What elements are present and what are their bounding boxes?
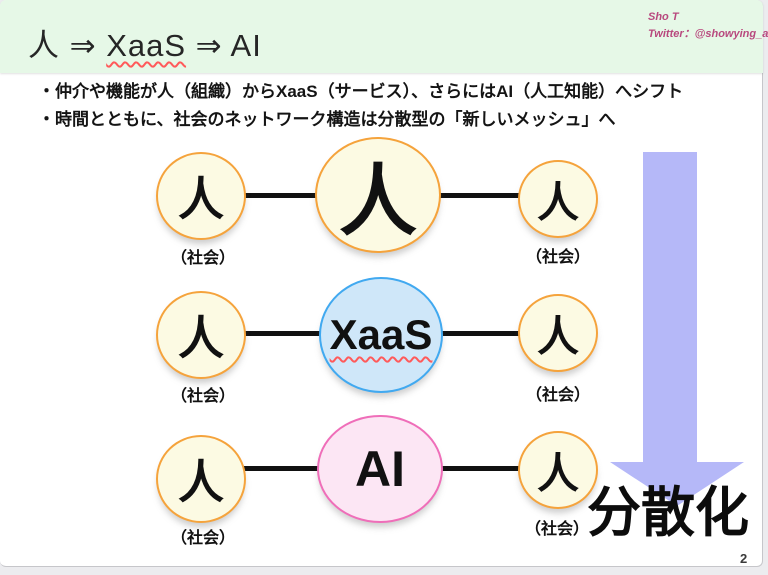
person-node-label: 人 xyxy=(536,178,579,226)
person-hub-node: 人 xyxy=(315,137,441,253)
society-label: （社会） xyxy=(170,250,235,267)
person-node: 人 xyxy=(518,294,598,372)
dispersal-caption: 分散化 xyxy=(587,483,749,543)
person-node-label: 人 xyxy=(536,312,579,360)
xaas-hub-node: XaaS xyxy=(319,277,443,393)
title-xaas: XaaS xyxy=(106,28,187,63)
title-pre: 人 ⇒ xyxy=(28,28,107,63)
person-node-label: 人 xyxy=(178,173,224,225)
xaas-hub-label: XaaS xyxy=(329,311,433,358)
person-node: 人 xyxy=(156,435,246,523)
author-credit: Sho T Twitter：@showying_art xyxy=(648,9,768,43)
author-name: Sho T xyxy=(648,11,679,23)
ai-hub-node: AI xyxy=(317,415,443,523)
title-post: ⇒ AI xyxy=(186,28,262,63)
slide-header: 人 ⇒ XaaS ⇒ AI Sho T Twitter：@showying_ar… xyxy=(0,0,768,73)
page-number: 2 xyxy=(740,551,748,566)
bullet-line: ・時間とともに、社会のネットワーク構造は分散型の「新しいメッシュ」へ xyxy=(38,110,616,129)
person-node-label: 人 xyxy=(178,312,224,364)
person-hub-label: 人 xyxy=(338,157,417,245)
person-node: 人 xyxy=(156,291,246,379)
society-label: （社会） xyxy=(170,388,235,405)
person-node: 人 xyxy=(518,431,598,509)
person-node-label: 人 xyxy=(536,449,579,497)
person-node: 人 xyxy=(156,152,246,240)
bullet-line: ・仲介や機能が人（組織）からXaaS（サービス）、さらにはAI（人工知能）へシフ… xyxy=(38,82,684,101)
author-twitter-handle: Twitter：@showying_art xyxy=(648,28,768,40)
ai-hub-label: AI xyxy=(355,441,405,497)
society-label: （社会） xyxy=(525,387,590,404)
person-node: 人 xyxy=(518,160,598,238)
bullet-list: ・仲介や機能が人（組織）からXaaS（サービス）、さらにはAI（人工知能）へシフ… xyxy=(38,78,683,134)
person-node-label: 人 xyxy=(178,456,224,508)
society-label: （社会） xyxy=(524,521,589,538)
society-label: （社会） xyxy=(525,249,590,266)
society-label: （社会） xyxy=(170,530,235,547)
page-title: 人 ⇒ XaaS ⇒ AI xyxy=(28,20,262,65)
